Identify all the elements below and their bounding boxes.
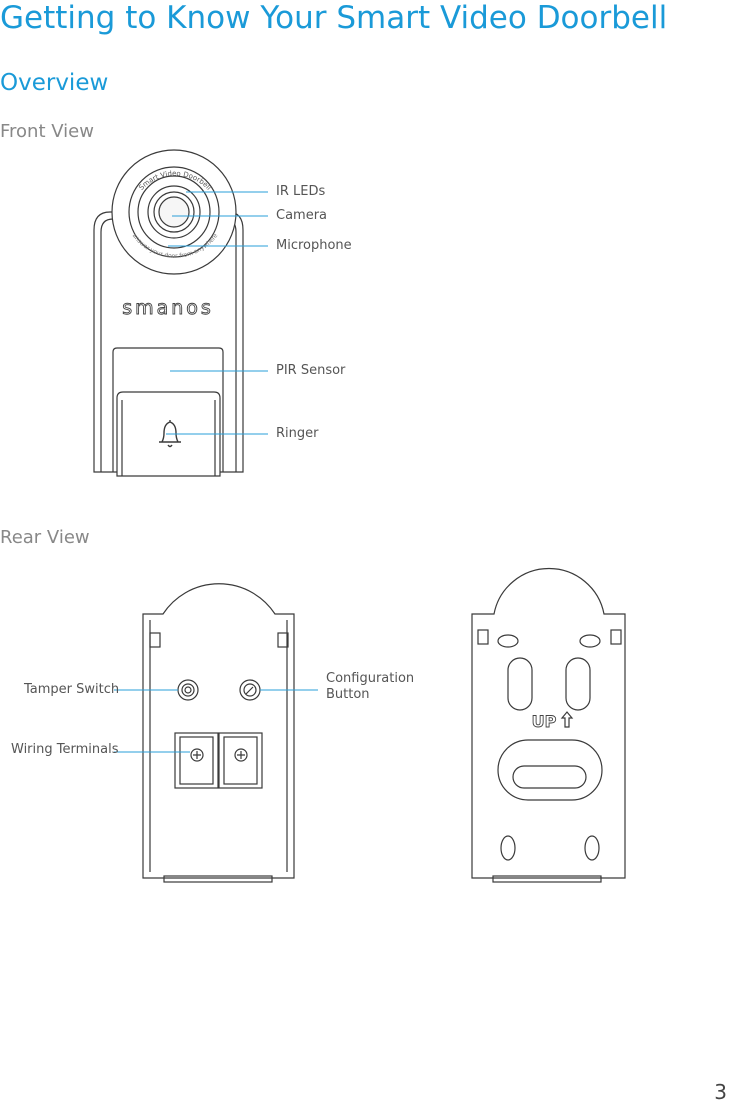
- label-wiring-terminals: Wiring Terminals: [11, 742, 119, 757]
- wrench-icon: [245, 686, 254, 695]
- front-callouts: [166, 191, 268, 435]
- front-view-heading: Front View: [0, 121, 94, 142]
- rear-view-heading: Rear View: [0, 527, 90, 548]
- label-tamper-switch: Tamper Switch: [24, 682, 120, 697]
- up-arrow-icon: [560, 711, 574, 728]
- bell-icon: [159, 420, 181, 448]
- label-ir-leds: IR LEDs: [276, 184, 326, 199]
- label-ringer: Ringer: [276, 426, 319, 441]
- section-heading: Overview: [0, 70, 109, 96]
- label-microphone: Microphone: [276, 238, 352, 253]
- label-pir-sensor: PIR Sensor: [276, 363, 346, 378]
- label-configuration-button-line1: Configuration: [326, 671, 415, 686]
- brand-logo: smanos: [122, 297, 214, 319]
- up-marking: UP: [532, 712, 557, 731]
- page-number: 3: [714, 1080, 727, 1104]
- rear-callouts: [114, 689, 318, 753]
- rear-plate-left: [142, 583, 295, 883]
- page-title: Getting to Know Your Smart Video Doorbel…: [0, 0, 668, 36]
- label-camera: Camera: [276, 208, 328, 223]
- rear-plate-right: [471, 568, 626, 883]
- label-configuration-button-line2: Button: [326, 687, 370, 702]
- front-doorbell: [93, 149, 244, 477]
